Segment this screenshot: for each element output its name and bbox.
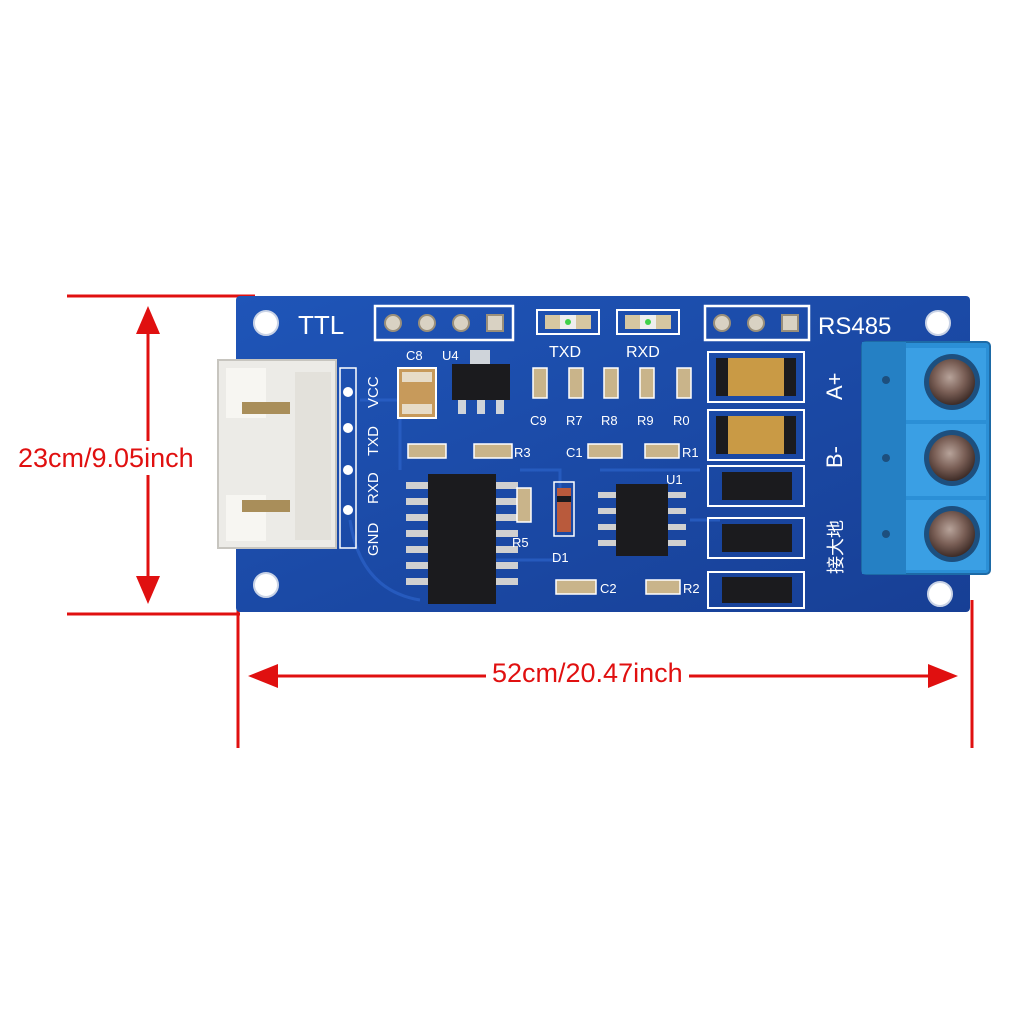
pin-label-rxd: RXD [365,472,382,504]
chip-soic-14 [406,474,518,604]
mounting-holes [253,310,953,607]
label-d1: D1 [552,550,569,565]
label-u1: U1 [666,472,683,487]
chip-u1 [598,484,686,556]
label-c2: C2 [600,581,617,596]
rxd-label: RXD [626,344,660,361]
smd-row-top [532,367,692,399]
smd-row-c1 [587,443,680,459]
height-dimension-label: 23cm/9.05inch [18,441,194,475]
terminal-label-ground: 接大地 [826,520,846,574]
smd-row-r3 [407,443,513,459]
capacitor-c8 [397,367,437,419]
ttl-label: TTL [298,310,344,340]
txd-label: TXD [549,344,581,361]
rxd-led [616,309,680,335]
width-dimension-label: 52cm/20.47inch [486,656,689,690]
label-r5: R5 [512,535,529,550]
terminal-label-a-plus: A+ [822,372,847,400]
label-r3: R3 [514,445,531,460]
label-r1: R1 [682,445,699,460]
label-c1: C1 [566,445,583,460]
label-c8: C8 [406,348,423,363]
label-r2: R2 [683,581,700,596]
ttl-header [373,304,515,342]
screw-terminal-block [861,341,991,575]
pin-label-txd: TXD [365,426,382,456]
regulator-u4 [452,350,510,414]
label-r7: R7 [566,413,583,428]
protection-components [707,351,805,609]
pin-label-box [339,367,357,549]
pin-label-vcc: VCC [365,376,382,408]
terminal-label-b-minus: B- [822,446,847,468]
label-r8: R8 [601,413,618,428]
rs485-header [703,304,811,342]
label-r9: R9 [637,413,654,428]
rs485-label: RS485 [818,313,891,340]
label-u4: U4 [442,348,459,363]
pin-label-gnd: GND [365,523,382,557]
smd-row-c2 [555,579,681,595]
label-c9: C9 [530,413,547,428]
jst-connector [217,359,337,549]
txd-led [536,309,600,335]
diode-d1 [553,481,575,537]
resistor-r5 [516,487,532,523]
label-r0: R0 [673,413,690,428]
